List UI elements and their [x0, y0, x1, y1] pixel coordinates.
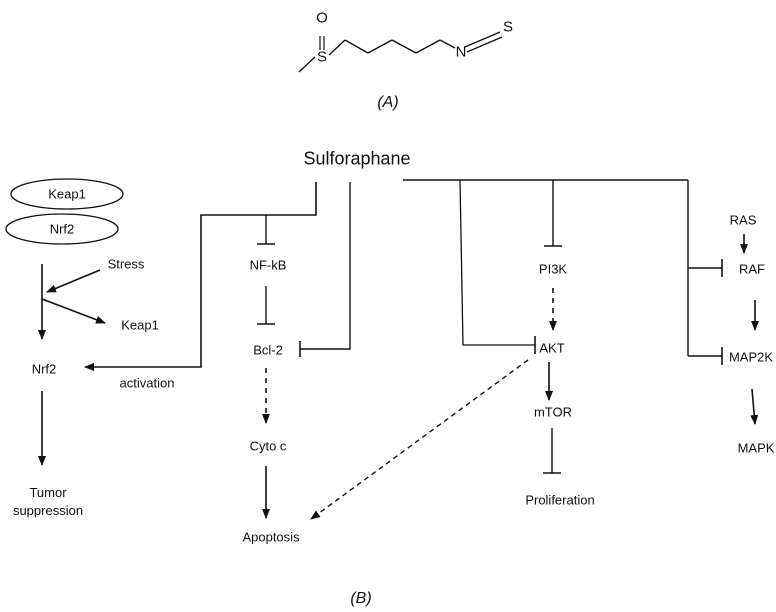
- atom-sulfur-1: S: [316, 48, 328, 66]
- mapk-label: MAPK: [737, 440, 775, 456]
- proliferation-label: Proliferation: [525, 492, 595, 508]
- atom-nitrogen: N: [455, 43, 467, 61]
- inhibit-akt-connector: [459, 179, 535, 346]
- tumor-line-2: suppression: [12, 503, 84, 518]
- ras-label: RAS: [729, 212, 757, 228]
- activation-label: activation: [119, 375, 175, 391]
- nfkb-label: NF-kB: [249, 257, 287, 273]
- map2k-to-mapk-arrow: [750, 388, 759, 425]
- inhibit-bcl2-connector: [300, 182, 351, 350]
- nrf2-label: Nrf2: [31, 361, 57, 377]
- atom-oxygen: O: [316, 9, 328, 27]
- activation-connector: [84, 182, 317, 371]
- keap1-released-label: Keap1: [121, 317, 159, 333]
- akt-label: AKT: [539, 340, 565, 356]
- tumor-suppression-label: Tumor suppression: [13, 484, 83, 520]
- stress-label: Stress: [107, 256, 145, 272]
- stress-arrow: [46, 269, 101, 293]
- mtor-label: mTOR: [533, 404, 573, 420]
- keap1-release-arrow: [41, 298, 106, 324]
- bcl2-label: Bcl-2: [253, 342, 283, 358]
- atom-sulfur-2: S: [502, 18, 514, 36]
- keap1-oval: [10, 178, 124, 210]
- nrf2-complex-label: Nrf2: [49, 221, 75, 237]
- map2k-label: MAP2K: [728, 349, 774, 365]
- akt-to-apoptosis-arrow: [310, 359, 529, 520]
- tumor-line-1: Tumor: [29, 485, 67, 500]
- nrf2-oval: [5, 213, 119, 245]
- panel-b-label: (B): [350, 590, 372, 607]
- sulforaphane-label: Sulforaphane: [303, 148, 411, 169]
- keap1-label: Keap1: [48, 186, 86, 202]
- cytoc-label: Cyto c: [249, 438, 287, 454]
- pi3k-label: PI3K: [538, 261, 568, 277]
- raf-label: RAF: [739, 261, 765, 277]
- panel-a-label: (A): [377, 94, 399, 111]
- molecule-skeleton: [298, 31, 503, 73]
- apoptosis-label: Apoptosis: [242, 529, 300, 545]
